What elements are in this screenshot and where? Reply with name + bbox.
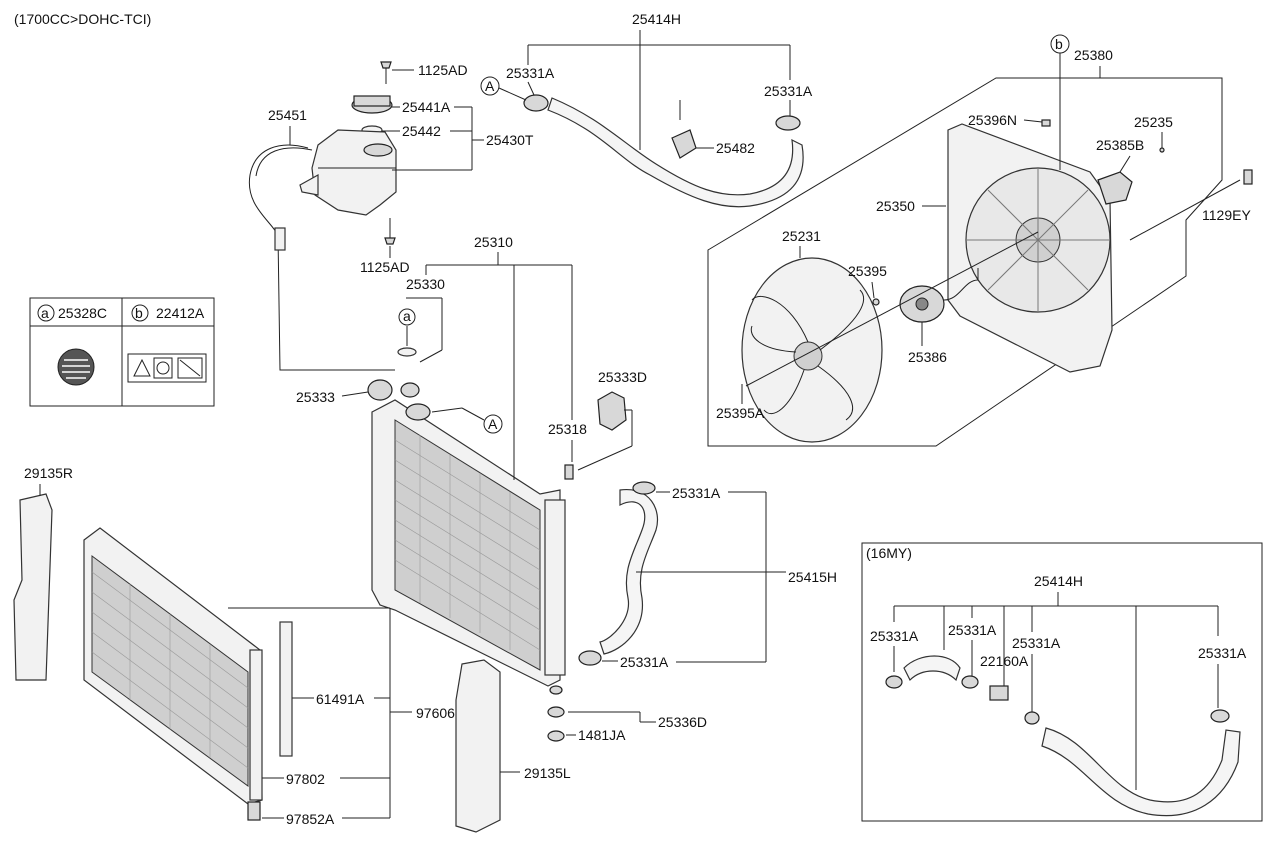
- label-25442: 25442: [402, 123, 441, 139]
- legend-a-code: 25328C: [58, 305, 107, 321]
- marker-a-upper: [480, 76, 500, 96]
- label-25415h: 25415H: [788, 569, 837, 585]
- engine-spec-title: (1700CC>DOHC-TCI): [14, 11, 151, 27]
- label-97606: 97606: [416, 705, 455, 721]
- label-1129ey: 1129EY: [1202, 207, 1251, 223]
- inset-title: (16MY): [866, 545, 912, 561]
- inset-label-25331a-3: 25331A: [1012, 635, 1061, 651]
- label-25430t: 25430T: [486, 132, 534, 148]
- inset-connector: [989, 685, 1009, 701]
- inset-label-25331a-1: 25331A: [870, 628, 919, 644]
- label-25331a-lower-bottom: 25331A: [620, 654, 669, 670]
- inset-label-25331a-2: 25331A: [948, 622, 997, 638]
- marker-a-radiator: [483, 414, 503, 434]
- reservoir-group: [248, 61, 397, 371]
- upper-hose: [547, 97, 804, 208]
- lower-hose: [599, 489, 658, 655]
- label-25310: 25310: [474, 234, 513, 250]
- label-25396n: 25396N: [968, 112, 1017, 128]
- inset-label-22160a: 22160A: [980, 653, 1029, 669]
- label-25318: 25318: [548, 421, 587, 437]
- radiator: [367, 379, 566, 742]
- bracket-25333d: [597, 391, 627, 431]
- inset-label-25331a-4: 25331A: [1198, 645, 1247, 661]
- label-25441a: 25441A: [402, 99, 451, 115]
- label-25386: 25386: [908, 349, 947, 365]
- label-25331a-upper-left: 25331A: [506, 65, 555, 81]
- label-29135r: 29135R: [24, 465, 73, 481]
- marker-a-small-label: a: [403, 308, 411, 324]
- label-25331a-upper-right: 25331A: [764, 83, 813, 99]
- condenser: [83, 527, 263, 821]
- label-25385b: 25385B: [1096, 137, 1144, 153]
- label-25235: 25235: [1134, 114, 1173, 130]
- label-1125ad-bottom: 1125AD: [360, 259, 410, 275]
- label-25333: 25333: [296, 389, 335, 405]
- reservoir-tank: [311, 129, 397, 216]
- label-25336d: 25336D: [658, 714, 707, 730]
- overflow-hose: [248, 144, 395, 371]
- label-25395a: 25395A: [716, 405, 765, 421]
- seal-29135l: [455, 659, 501, 833]
- fan-connector: [1097, 171, 1133, 205]
- label-1125ad-top: 1125AD: [418, 62, 468, 78]
- label-97852a: 97852A: [286, 811, 335, 827]
- label-61491a: 61491A: [316, 691, 365, 707]
- marker-a-upper-label: A: [485, 78, 495, 94]
- inset-label-25414h: 25414H: [1034, 573, 1083, 589]
- inset-short-hose: [903, 655, 961, 682]
- label-97802: 97802: [286, 771, 325, 787]
- label-25330: 25330: [406, 276, 445, 292]
- inset-box: [861, 542, 1263, 822]
- label-25414h-upper: 25414H: [632, 11, 681, 27]
- marker-b-fan-label: b: [1055, 36, 1063, 52]
- label-25350: 25350: [876, 198, 915, 214]
- legend-box: a 25328C b 22412A: [29, 297, 215, 407]
- receiver-drier: [279, 621, 293, 757]
- inset-16my: (16MY) 25414H 25331A 25331A 25331A 22160…: [861, 542, 1263, 822]
- seal-29135r: [13, 493, 53, 681]
- fan-motor: [899, 268, 979, 323]
- inset-long-hose: [1041, 727, 1241, 817]
- fan-blade: [741, 257, 883, 443]
- label-25482: 25482: [716, 140, 755, 156]
- label-25395: 25395: [848, 263, 887, 279]
- label-25231: 25231: [782, 228, 821, 244]
- label-29135l: 29135L: [524, 765, 571, 781]
- legend-b-letter: b: [135, 305, 143, 321]
- legend-b-code: 22412A: [156, 305, 205, 321]
- legend-a-letter: a: [41, 305, 49, 321]
- label-25451: 25451: [268, 107, 307, 123]
- label-25331a-lower-top: 25331A: [672, 485, 721, 501]
- upper-hose-group: [523, 94, 804, 208]
- fan-shroud: [947, 123, 1133, 373]
- warning-label-icon: [127, 353, 207, 383]
- label-1481ja: 1481JA: [578, 727, 626, 743]
- caution-label-icon: [57, 348, 95, 386]
- fan-assembly-outline: [707, 77, 1223, 447]
- marker-a-small: [398, 308, 416, 326]
- marker-a-radiator-label: A: [488, 416, 498, 432]
- label-25333d: 25333D: [598, 369, 647, 385]
- label-25380: 25380: [1074, 47, 1113, 63]
